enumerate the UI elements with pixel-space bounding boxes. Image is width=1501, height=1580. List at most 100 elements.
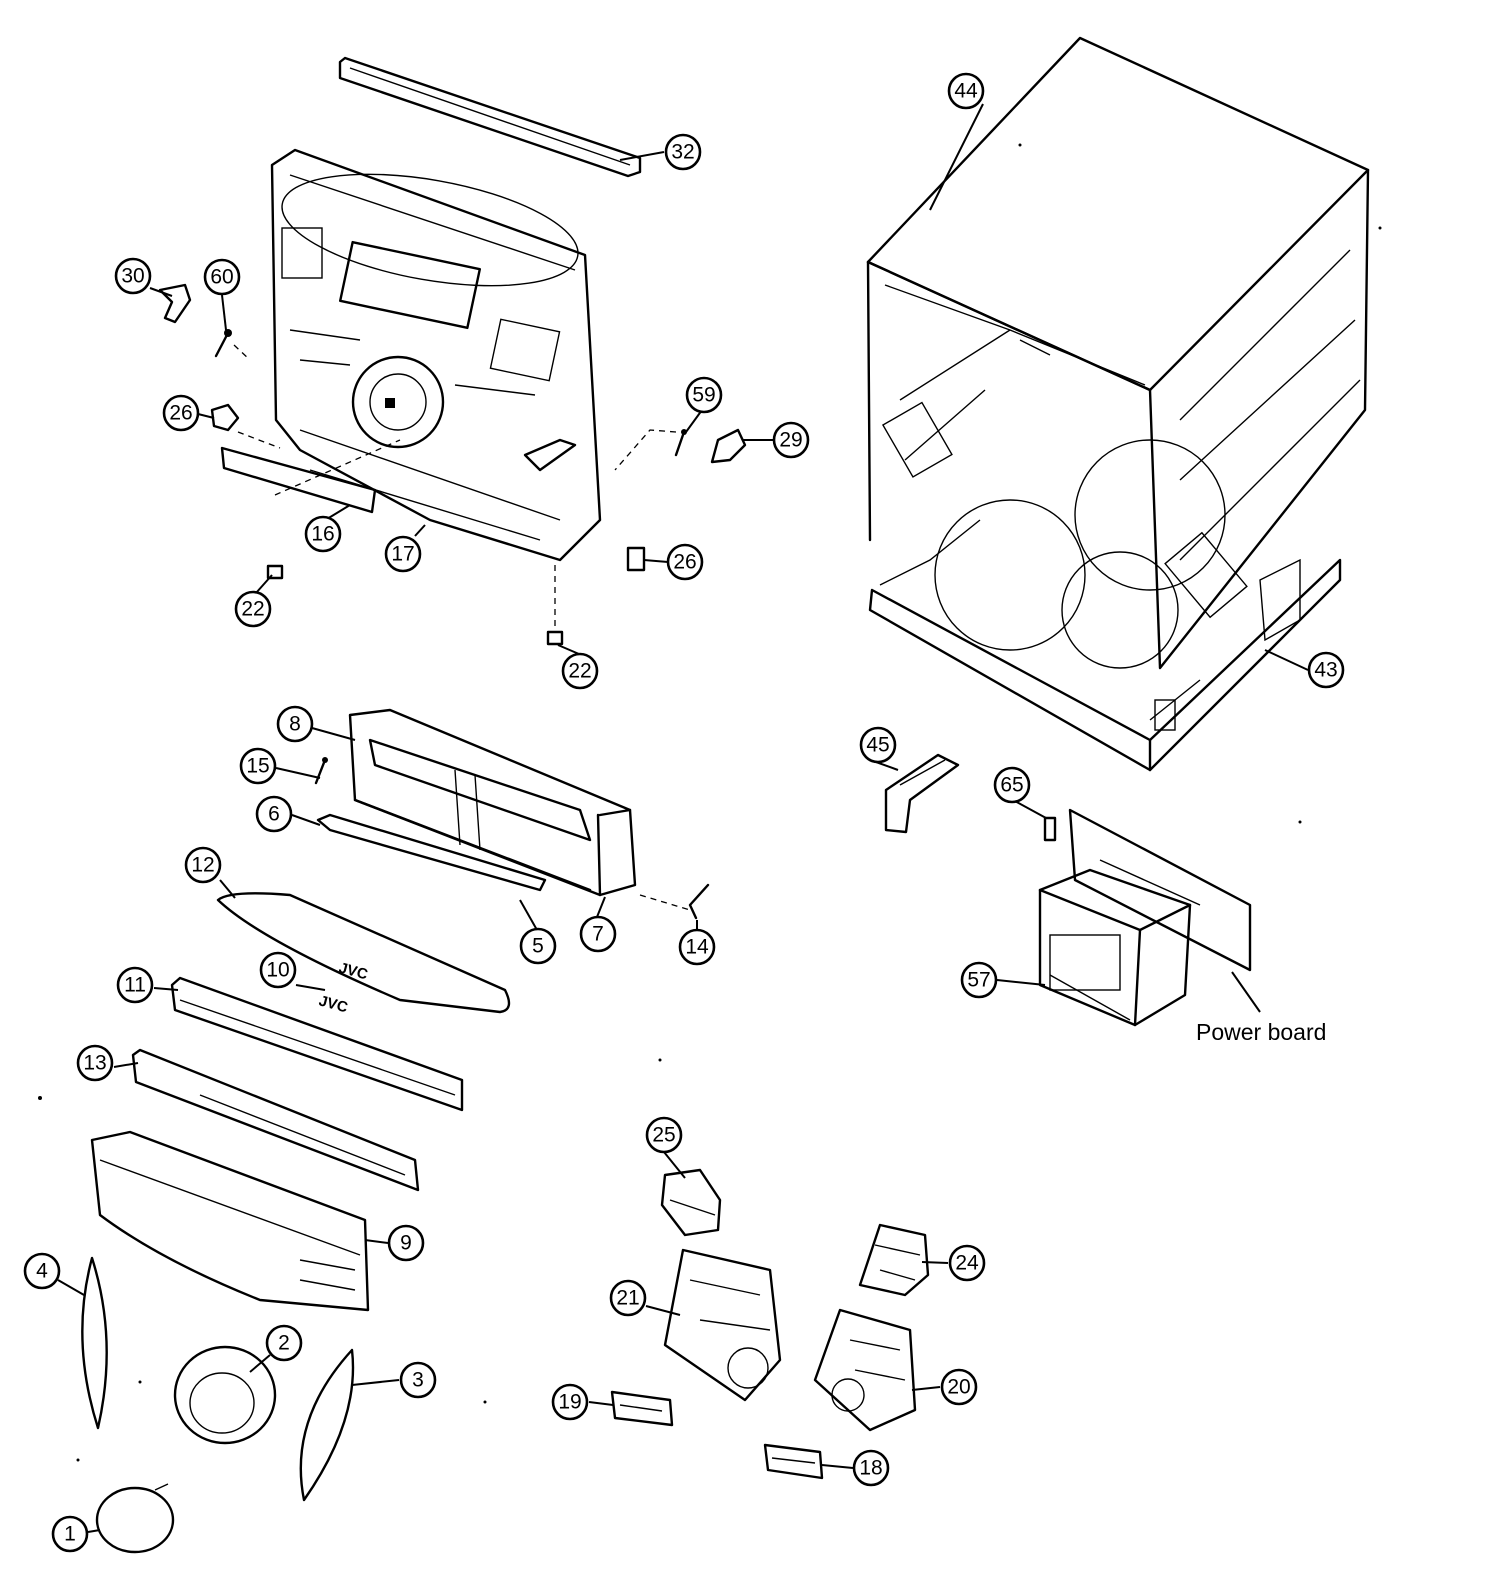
svg-text:JVC: JVC	[337, 959, 370, 983]
svg-text:12: 12	[191, 854, 214, 877]
callout-32: 32	[664, 133, 702, 171]
svg-text:2: 2	[278, 1332, 290, 1355]
scan-specks	[38, 143, 1382, 1462]
part-6	[316, 813, 547, 892]
part-44-cabinet	[866, 36, 1370, 670]
part-8-tray-housing	[348, 708, 637, 897]
part-21	[663, 1248, 782, 1402]
callout-22-lower: 22	[561, 652, 599, 690]
svg-text:1: 1	[64, 1523, 76, 1546]
callout-14: 14	[678, 928, 716, 966]
callout-7: 7	[579, 915, 617, 953]
callout-3: 3	[399, 1361, 437, 1399]
part-20	[813, 1308, 917, 1432]
callout-19: 19	[551, 1383, 589, 1421]
svg-text:17: 17	[391, 543, 414, 566]
callout-59: 59	[685, 376, 723, 414]
callout-18: 18	[852, 1449, 890, 1487]
part-12-lens	[216, 892, 511, 1014]
callout-25: 25	[645, 1116, 683, 1154]
part-14	[639, 883, 710, 920]
callout-11: 11	[116, 966, 154, 1004]
callout-6: 6	[255, 795, 293, 833]
svg-text:14: 14	[685, 936, 709, 959]
callout-9: 9	[387, 1224, 425, 1262]
callout-10: 10	[259, 951, 297, 989]
part-57-transformer-power-board	[1038, 808, 1252, 1027]
callout-22-upper: 22	[234, 590, 272, 628]
callout-24: 24	[948, 1244, 986, 1282]
part-32-top-trim	[338, 56, 642, 178]
part-43-base	[868, 519, 1342, 772]
svg-text:57: 57	[967, 969, 990, 992]
callout-5: 5	[519, 927, 557, 965]
svg-text:15: 15	[246, 755, 269, 778]
svg-text:9: 9	[400, 1232, 412, 1255]
callout-2: 2	[265, 1324, 303, 1362]
part-19	[610, 1390, 674, 1427]
svg-text:60: 60	[210, 266, 233, 289]
part-65	[1043, 816, 1057, 842]
callout-20: 20	[940, 1368, 978, 1406]
svg-text:32: 32	[671, 141, 694, 164]
part-45	[884, 753, 960, 834]
part-22-left	[266, 564, 284, 580]
callout-26-upper: 26	[162, 394, 200, 432]
part-25	[660, 1168, 722, 1237]
svg-text:5: 5	[532, 935, 544, 958]
svg-text:65: 65	[1000, 774, 1023, 797]
part-13	[131, 1048, 420, 1192]
svg-text:26: 26	[169, 402, 192, 425]
svg-text:25: 25	[652, 1124, 675, 1147]
part-10-logo: JVC JVC	[317, 959, 370, 1016]
part-4	[81, 1256, 108, 1430]
svg-text:43: 43	[1314, 659, 1337, 682]
callout-26-lower: 26	[666, 543, 704, 581]
callout-1: 1	[51, 1515, 89, 1553]
part-11	[170, 976, 464, 1112]
svg-text:18: 18	[859, 1457, 882, 1480]
part-59	[614, 429, 687, 471]
svg-text:24: 24	[955, 1252, 979, 1275]
callout-60: 60	[203, 258, 241, 296]
svg-text:30: 30	[121, 265, 144, 288]
part-26-right	[626, 546, 646, 572]
svg-text:22: 22	[241, 598, 264, 621]
svg-text:44: 44	[954, 80, 978, 103]
callout-43: 43	[1307, 651, 1345, 689]
part-24	[858, 1223, 930, 1297]
svg-text:13: 13	[83, 1052, 106, 1075]
power-board-label: Power board	[1196, 1019, 1326, 1045]
svg-text:11: 11	[124, 974, 146, 997]
part-16	[220, 446, 377, 514]
part-60	[214, 329, 251, 361]
svg-text:21: 21	[616, 1287, 639, 1310]
svg-text:4: 4	[36, 1260, 48, 1283]
part-15	[314, 757, 328, 785]
svg-text:20: 20	[947, 1376, 970, 1399]
svg-text:JVC: JVC	[317, 992, 350, 1016]
callout-8: 8	[276, 705, 314, 743]
svg-text:22: 22	[568, 660, 591, 683]
svg-text:10: 10	[266, 959, 289, 982]
front-panel-assembly	[270, 148, 602, 630]
callout-44: 44	[947, 72, 985, 110]
part-26-left	[210, 403, 281, 449]
part-29	[710, 428, 747, 464]
callout-12: 12	[184, 846, 222, 884]
callout-4: 4	[23, 1252, 61, 1290]
part-22-right	[546, 630, 564, 646]
svg-text:26: 26	[673, 551, 696, 574]
svg-text:59: 59	[692, 384, 715, 407]
svg-text:6: 6	[268, 803, 280, 826]
svg-text:3: 3	[412, 1369, 424, 1392]
callout-16: 16	[304, 515, 342, 553]
svg-text:16: 16	[311, 523, 334, 546]
leader-lines	[57, 103, 1309, 1533]
svg-text:45: 45	[866, 734, 889, 757]
callout-29: 29	[772, 421, 810, 459]
part-30	[158, 283, 192, 324]
svg-text:7: 7	[592, 923, 604, 946]
callout-65: 65	[993, 766, 1031, 804]
